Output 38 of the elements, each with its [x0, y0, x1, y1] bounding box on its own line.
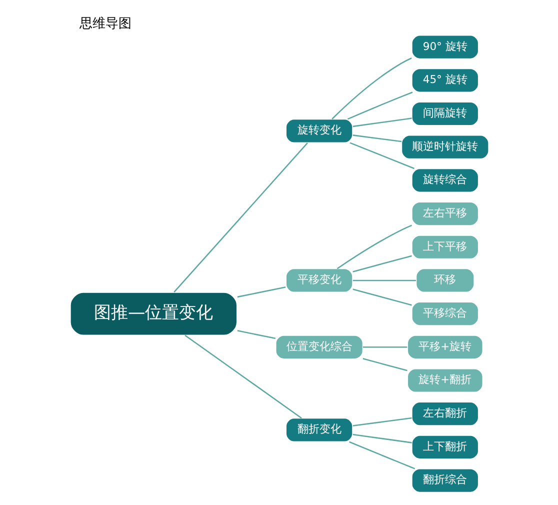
connector [352, 118, 412, 128]
connector [336, 224, 412, 270]
node-box: 旋转综合 [410, 168, 479, 193]
node-box: 平移综合 [410, 301, 479, 326]
node-box: 90° 旋转 [410, 34, 479, 60]
connector [352, 255, 412, 272]
diagram-title: 思维导图 [78, 16, 131, 32]
connector [348, 441, 415, 470]
node-box: 平移+旋转 [406, 334, 483, 360]
connector [331, 58, 412, 120]
node-box: 环移 [415, 268, 474, 293]
node-box: 左右平移 [410, 201, 479, 226]
connector [236, 330, 276, 340]
node-box: 旋转+翻折 [406, 368, 483, 393]
node-box: 45° 旋转 [410, 68, 479, 93]
connector [362, 346, 407, 348]
connector [236, 286, 286, 298]
connector [173, 142, 308, 293]
node-box: 翻折变化 [284, 418, 353, 442]
node-box: 顺逆时针旋转 [400, 134, 489, 160]
node-box: 翻折综合 [410, 468, 479, 493]
connector [352, 417, 412, 426]
connector [349, 142, 414, 170]
node-box: 旋转变化 [284, 118, 353, 144]
node-box: 上下翻折 [410, 434, 479, 460]
connector [352, 288, 412, 306]
connector [362, 358, 407, 372]
node-box: 左右翻折 [410, 401, 479, 426]
node-box: 上下平移 [410, 234, 479, 260]
connector [352, 134, 402, 142]
node-box: 间隔旋转 [410, 101, 479, 126]
connector [346, 92, 412, 120]
connector [352, 280, 416, 282]
node-box: 图推—位置变化 [69, 292, 238, 336]
connector [352, 434, 412, 444]
node-box: 平移变化 [284, 268, 353, 293]
node-box: 位置变化综合 [274, 334, 363, 360]
connector [184, 334, 302, 419]
